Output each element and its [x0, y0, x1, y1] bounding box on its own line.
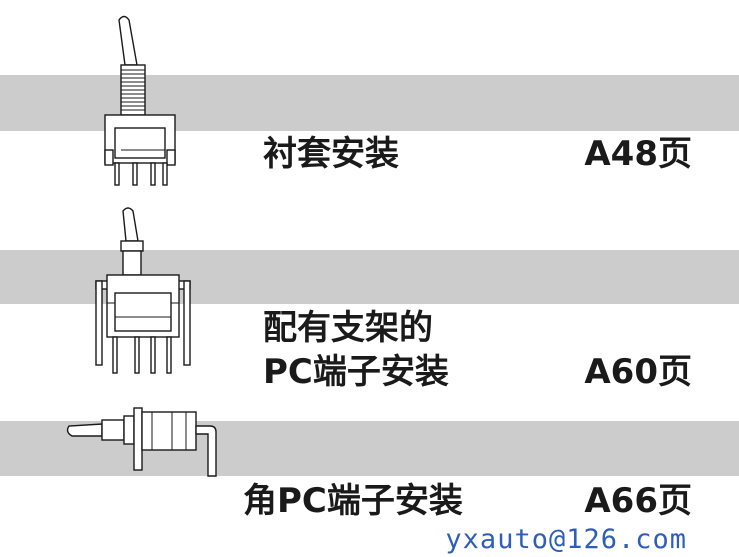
bracket-pc-terminal-toggle-switch-icon: [95, 207, 191, 374]
right-angle-pc-terminal-toggle-switch-icon: [66, 407, 217, 477]
page-ref-a66: A66页: [584, 479, 692, 523]
bushing-mount-toggle-switch-icon: [104, 15, 176, 186]
section-label-line: PC端子安装: [263, 352, 449, 392]
section-label-line: 角PC端子安装: [243, 481, 463, 521]
page-ref-text: A66页: [584, 481, 692, 521]
section-label-bushing-mount: 衬套安装: [263, 132, 399, 176]
section-label-line: 配有支架的: [263, 308, 433, 348]
section-label-line: 衬套安装: [263, 134, 399, 174]
page-ref-a60: A60页: [584, 350, 692, 394]
section-label-bracket-pc-terminal: 配有支架的 PC端子安装: [263, 306, 449, 394]
section-label-right-angle-pc-terminal: 角PC端子安装: [243, 479, 463, 523]
watermark-email: yxauto@126.com: [445, 524, 687, 555]
page-ref-a48: A48页: [584, 132, 692, 176]
page-ref-text: A48页: [584, 134, 692, 174]
page-ref-text: A60页: [584, 352, 692, 392]
